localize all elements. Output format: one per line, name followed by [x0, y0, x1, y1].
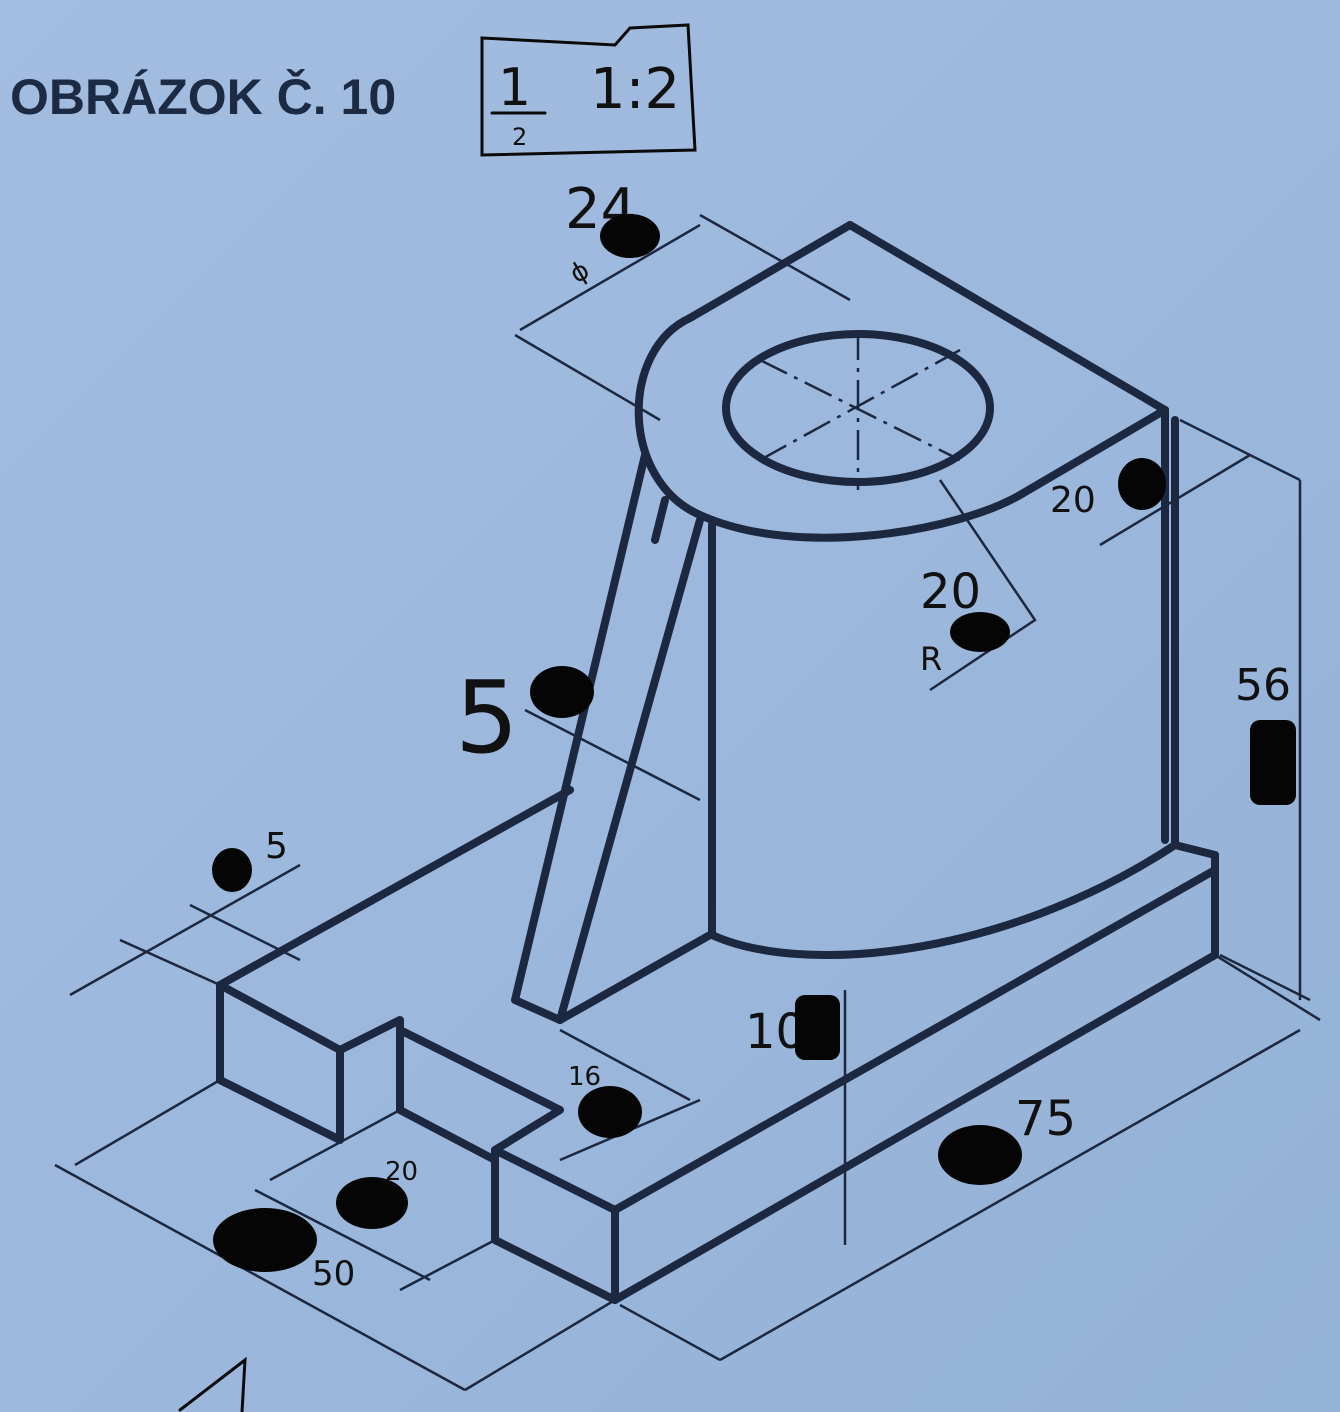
- radius-prefix: R: [920, 640, 942, 678]
- redaction-blot: [795, 995, 840, 1060]
- center-lines: [759, 330, 961, 490]
- redaction-blot: [578, 1086, 642, 1138]
- handwritten-mark: [178, 1356, 247, 1412]
- dimension-lines: [54, 213, 1321, 1392]
- figure-title: OBRÁZOK Č. 10: [10, 69, 397, 125]
- dim-radius: 20: [920, 564, 981, 620]
- dim-length: 75: [1015, 1091, 1076, 1147]
- scale-ratio: 1:2: [590, 57, 680, 122]
- dim-rib: 5: [455, 659, 519, 776]
- redaction-blot: [212, 848, 252, 892]
- dimension-labels: ϕ 24 20 20 R 5 56 5 10 16 75 20 50: [178, 177, 1296, 1412]
- redaction-blot: [600, 214, 660, 258]
- redaction-blot: [336, 1177, 408, 1229]
- dim-width: 50: [312, 1254, 355, 1294]
- redaction-blot: [530, 666, 594, 718]
- dim-top-width: 20: [1050, 480, 1096, 521]
- rib: [511, 451, 704, 1024]
- redaction-blot: [938, 1125, 1022, 1185]
- scale-fraction-top: 1: [498, 58, 531, 118]
- top-plate: [634, 221, 1179, 849]
- dim-notch: 16: [568, 1062, 601, 1092]
- redaction-blot: [950, 612, 1010, 652]
- redaction-blot: [1118, 458, 1166, 510]
- redaction-blot: [1250, 720, 1296, 805]
- scale-box: 1 2 1:2: [480, 23, 697, 157]
- cylinder-body: [708, 521, 1179, 959]
- scale-fraction-bottom: 2: [512, 123, 527, 151]
- dim-slot: 5: [265, 826, 288, 867]
- diameter-symbol: ϕ: [565, 255, 595, 290]
- dim-height: 56: [1235, 660, 1291, 711]
- redaction-blot: [213, 1208, 317, 1272]
